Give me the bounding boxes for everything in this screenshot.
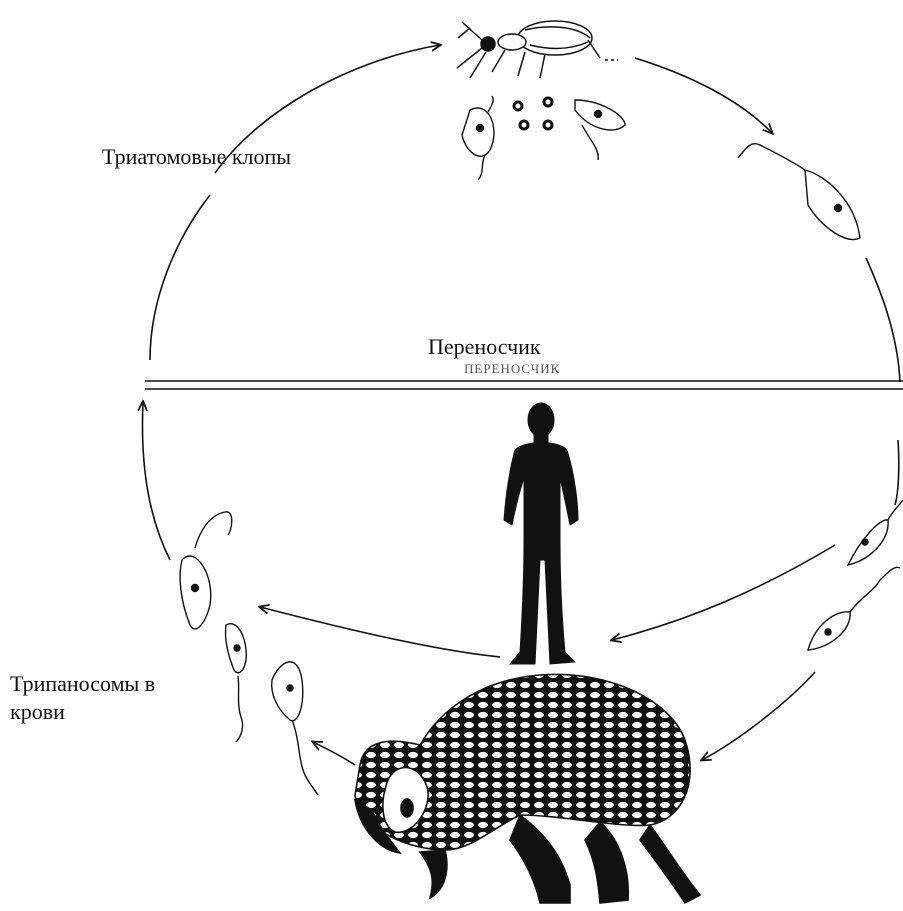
arrow-top-right	[635, 58, 772, 133]
arrow-left-lower	[142, 402, 170, 560]
armadillo-icon	[355, 674, 700, 903]
arc-right-upper	[866, 258, 900, 382]
trypanosome-icon	[738, 144, 860, 240]
arrow-armadillo-left	[313, 742, 355, 765]
arrow-to-human	[612, 545, 835, 640]
vector-label: Переносчик	[428, 333, 541, 361]
trypanosome-icon	[180, 512, 318, 795]
arc-left-upper	[150, 195, 210, 360]
arrow-to-armadillo	[702, 672, 815, 760]
trypanosome-icon	[462, 96, 625, 180]
human-silhouette-icon	[504, 403, 578, 664]
trypanosome-icon	[808, 500, 903, 650]
arc-right-lower	[895, 440, 899, 505]
vector-faint-label: ПЕРЕНОСЧИК	[464, 361, 560, 377]
triatomine-bug-icon	[457, 21, 618, 78]
trypanosomes-label: Трипаносомы в крови	[10, 670, 200, 725]
bugs-label: Триатомовые клопы	[102, 143, 291, 171]
cyst-icon	[514, 98, 552, 129]
divider-line	[145, 381, 903, 389]
arrow-human-left	[260, 607, 500, 657]
